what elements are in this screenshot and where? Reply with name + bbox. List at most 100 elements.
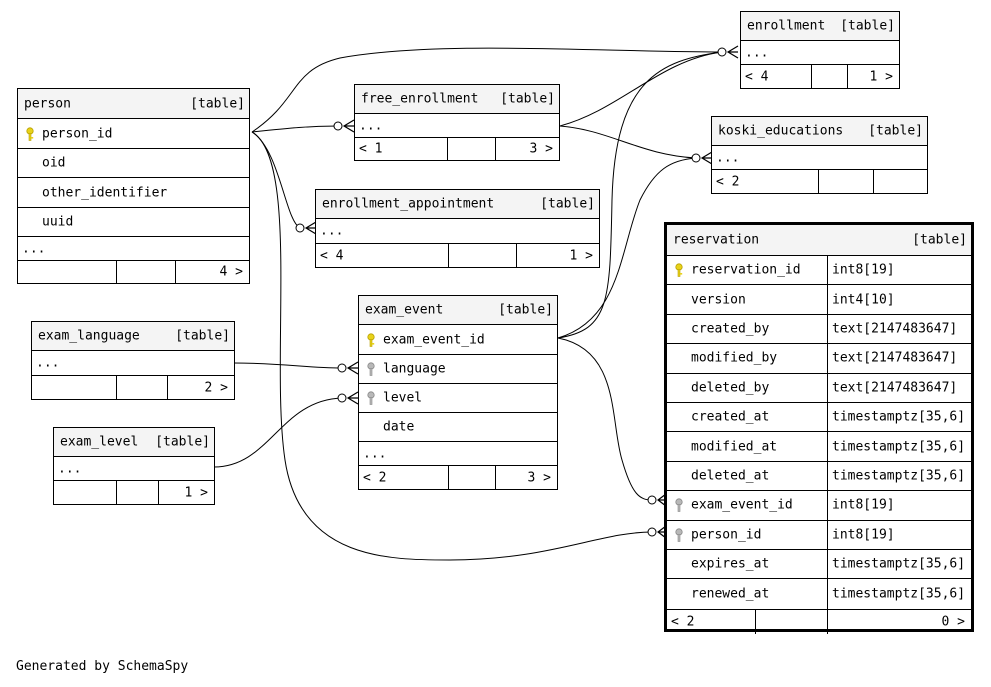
more-columns-row: ... (712, 146, 927, 170)
column-row[interactable]: level (359, 384, 557, 413)
edge-person-reservation (251, 131, 653, 561)
children-count[interactable]: < 4 (320, 248, 344, 263)
column-name: language (383, 361, 446, 377)
column-row[interactable]: other_identifier (18, 178, 249, 208)
column-row[interactable]: exam_event_id (359, 325, 557, 355)
table-name: enrollment_appointment (322, 196, 495, 212)
column-type-cell: timestamptz[35,6] (827, 579, 965, 609)
table-person[interactable]: person [table] person_id oid other_ident… (17, 88, 250, 284)
column-row[interactable]: person_id (18, 119, 249, 149)
column-type: int8[19] (832, 497, 895, 513)
ellipsis: ... (320, 223, 344, 239)
column-type: int8[19] (832, 262, 895, 278)
children-count[interactable]: < 2 (363, 470, 387, 485)
column-type-cell: int8[19] (827, 520, 895, 549)
table-enrollment-appointment[interactable]: enrollment_appointment [table] ... < 4 1… (315, 189, 600, 268)
column-row[interactable]: uuid (18, 208, 249, 237)
parents-count[interactable]: 1 > (569, 248, 593, 263)
table-header: exam_event [table] (359, 296, 557, 325)
column-name: created_by (691, 321, 770, 337)
column-type: timestamptz[35,6] (832, 409, 966, 425)
parents-count[interactable]: 1 > (869, 69, 893, 84)
column-name: deleted_at (691, 468, 770, 484)
parents-count[interactable]: 2 > (204, 380, 228, 395)
ellipsis: ... (58, 461, 82, 476)
table-exam-language[interactable]: exam_language [table] ... 2 > (31, 321, 235, 400)
edge-person-enrollment (251, 47, 723, 133)
column-name: renewed_at (691, 586, 770, 602)
parents-count[interactable]: 1 > (184, 485, 208, 500)
table-name: exam_level (60, 434, 139, 450)
column-row[interactable]: deleted_at timestamptz[35,6] (667, 461, 971, 492)
column-name: uuid (42, 214, 74, 230)
column-name: person_id (42, 126, 113, 141)
column-name: oid (42, 155, 66, 171)
parents-count[interactable]: 0 > (941, 614, 965, 630)
column-name: deleted_by (691, 380, 770, 396)
parents-count[interactable]: 4 > (219, 264, 243, 280)
table-kind: [table] (912, 232, 967, 248)
table-exam-level[interactable]: exam_level [table] ... 1 > (53, 427, 215, 505)
children-count[interactable]: < 1 (359, 141, 383, 157)
column-name: person_id (691, 527, 762, 543)
table-free-enrollment[interactable]: free_enrollment [table] ... < 1 3 > (354, 84, 560, 161)
table-footer: < 2 0 > (667, 608, 971, 634)
column-type: timestamptz[35,6] (832, 556, 966, 572)
column-type-cell: timestamptz[35,6] (827, 549, 965, 579)
edge-exam-language-exam-event (233, 362, 343, 369)
column-row[interactable]: renewed_at timestamptz[35,6] (667, 579, 971, 609)
parents-count[interactable]: 3 > (527, 470, 551, 485)
column-row[interactable]: created_by text[2147483647] (667, 314, 971, 345)
table-header: enrollment_appointment [table] (316, 190, 599, 219)
column-row[interactable]: person_id int8[19] (667, 520, 971, 550)
column-name: exam_event_id (383, 332, 485, 347)
column-type: timestamptz[35,6] (832, 439, 966, 455)
column-type: text[2147483647] (832, 380, 958, 396)
column-row[interactable]: date (359, 413, 557, 442)
column-type-cell: text[2147483647] (827, 344, 957, 373)
table-footer: < 4 1 > (741, 65, 899, 88)
table-header: koski_educations [table] (712, 117, 927, 146)
foreign-key-icon (675, 498, 683, 513)
column-type: int4[10] (832, 292, 895, 308)
column-type-cell: timestamptz[35,6] (827, 461, 965, 491)
column-type-cell: text[2147483647] (827, 373, 957, 402)
table-kind: [table] (500, 91, 555, 107)
parents-count[interactable]: 3 > (529, 141, 553, 157)
table-name: exam_language (38, 328, 140, 344)
edge-exam-event-koski (557, 157, 697, 339)
table-footer: < 4 1 > (316, 244, 599, 267)
children-count[interactable]: < 2 (716, 174, 740, 189)
more-columns-row: ... (316, 219, 599, 244)
more-columns-row: ... (54, 457, 214, 481)
column-name: level (383, 390, 423, 406)
table-koski-educations[interactable]: koski_educations [table] ... < 2 (711, 116, 928, 194)
table-header: exam_level [table] (54, 428, 214, 457)
children-count[interactable]: < 4 (745, 69, 769, 84)
column-type-cell: text[2147483647] (827, 314, 957, 344)
edge-exam-event-enrollment (557, 51, 723, 339)
table-header: reservation [table] (667, 225, 971, 256)
table-exam-event[interactable]: exam_event [table] exam_event_id languag… (358, 295, 558, 490)
more-columns-row: ... (741, 41, 899, 65)
column-row[interactable]: oid (18, 149, 249, 178)
children-count[interactable]: < 2 (671, 614, 695, 630)
table-footer: 2 > (32, 376, 234, 399)
edge-free-enrollment-koski (559, 125, 697, 159)
column-row[interactable]: language (359, 355, 557, 384)
column-row[interactable]: deleted_by text[2147483647] (667, 373, 971, 403)
table-kind: [table] (155, 434, 210, 450)
foreign-key-icon (367, 391, 375, 405)
ellipsis: ... (22, 241, 46, 256)
table-enrollment[interactable]: enrollment [table] ... < 4 1 > (740, 11, 900, 89)
ellipsis: ... (36, 355, 60, 371)
